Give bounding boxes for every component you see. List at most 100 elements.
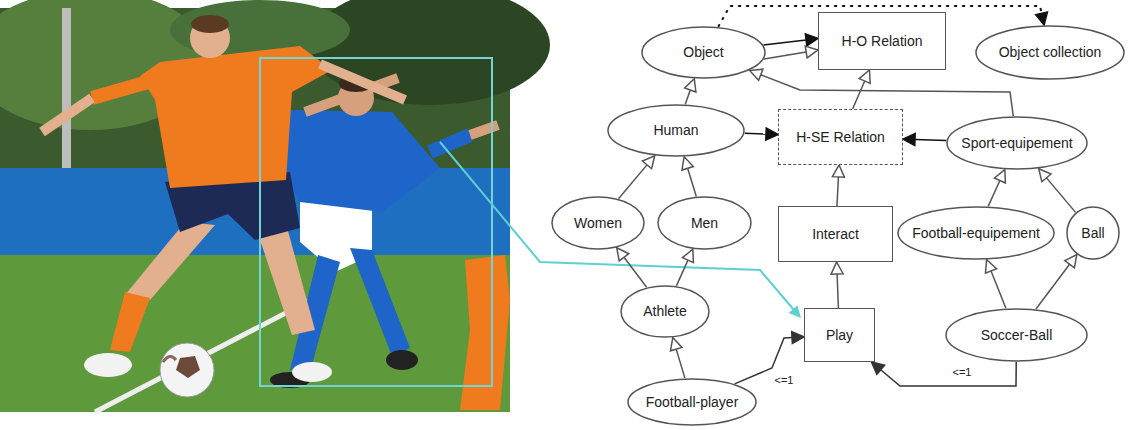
leader-arrowhead — [789, 305, 801, 318]
orange-player-arm — [320, 64, 405, 100]
association-connector — [872, 362, 1017, 386]
inheritance-connector — [670, 338, 684, 379]
soccer-ball — [160, 343, 214, 397]
leader-line — [440, 142, 794, 310]
connector-line — [618, 165, 647, 199]
abstract-relation-box: H-SE Relation — [778, 109, 903, 165]
grass-pitch — [0, 255, 510, 412]
class-ellipse: Athlete — [620, 285, 710, 338]
hollow-arrowhead — [685, 79, 696, 92]
relation-box: Play — [804, 308, 875, 362]
inheritance-connector — [617, 248, 647, 288]
inheritance-connector — [676, 249, 693, 286]
class-ellipse: Object collection — [975, 25, 1125, 80]
blue-player-shoe — [386, 350, 418, 370]
connector-line — [1046, 178, 1075, 212]
node-label: Human — [653, 122, 698, 139]
connector-line — [676, 349, 685, 378]
node-label: Play — [826, 327, 853, 344]
inheritance-connector — [764, 46, 818, 59]
node-label: Sport-equipement — [961, 135, 1072, 152]
node-label: Interact — [812, 226, 859, 243]
class-ellipse: Ball — [1066, 206, 1120, 260]
inheritance-connector — [618, 156, 654, 199]
ellipse-outline — [628, 379, 756, 425]
inheritance-connector — [1039, 169, 1076, 213]
connector-line — [1036, 264, 1070, 309]
class-ellipse: Object — [641, 26, 766, 79]
node-label: Ball — [1081, 225, 1104, 242]
relation-box: H-O Relation — [818, 12, 946, 70]
inheritance-connector — [832, 165, 844, 206]
connector-line — [745, 132, 766, 134]
tree-foliage — [310, 0, 550, 105]
connector-line — [624, 257, 647, 287]
connector-line — [915, 140, 946, 141]
filled-arrowhead — [805, 34, 818, 46]
node-label: H-SE Relation — [796, 129, 885, 146]
filled-arrowhead — [766, 128, 778, 140]
ellipse-outline — [621, 286, 709, 337]
class-ellipse: Men — [657, 196, 752, 250]
orange-player-shoe — [292, 362, 332, 382]
ellipse-outline — [976, 26, 1124, 79]
hollow-arrowhead — [670, 338, 681, 351]
class-ellipse: Human — [607, 104, 745, 157]
ellipse-outline — [898, 207, 1054, 259]
ellipse-outline — [552, 197, 644, 249]
hollow-arrowhead — [750, 69, 763, 80]
inheritance-connector — [831, 262, 843, 308]
ball-patch — [176, 356, 200, 378]
orange-player-arm — [92, 82, 148, 98]
hollow-arrowhead — [831, 262, 843, 274]
ellipse-outline — [1067, 207, 1119, 259]
relation-box: Interact — [778, 206, 893, 262]
class-ellipse: Football-player — [627, 378, 757, 426]
filled-arrowhead — [792, 332, 804, 344]
class-ellipse: Soccer-Ball — [945, 308, 1088, 362]
ellipse-outline — [947, 117, 1087, 169]
ellipse-outline — [946, 309, 1087, 361]
connector-line — [764, 52, 806, 59]
hollow-arrowhead — [617, 248, 629, 261]
hollow-arrowhead — [985, 260, 996, 273]
connector-line — [688, 168, 697, 196]
node-label: Men — [691, 215, 718, 232]
hollow-arrowhead — [682, 157, 693, 170]
connector-line — [763, 40, 806, 45]
connector-line — [853, 81, 865, 109]
ellipse-outline — [608, 105, 744, 156]
class-ellipse: Football-equipement — [897, 206, 1055, 260]
association-connector — [903, 134, 946, 146]
bounding-box — [260, 58, 492, 386]
ellipse-outline — [658, 197, 751, 249]
inheritance-connector — [1036, 255, 1077, 309]
filled-arrowhead — [903, 134, 915, 146]
connector-line — [837, 177, 838, 206]
blue-player-arm — [430, 135, 470, 152]
filled-arrowhead — [1036, 12, 1048, 25]
association-connector — [763, 34, 818, 46]
class-ellipse: Women — [551, 196, 645, 250]
connector-line — [676, 260, 687, 286]
connector-line — [991, 271, 1006, 308]
hollow-arrowhead — [859, 70, 870, 83]
hollow-arrowhead — [1039, 169, 1051, 182]
hollow-arrowhead — [994, 170, 1005, 183]
inheritance-connector — [853, 70, 871, 109]
multiplicity-label: <=1 — [951, 366, 974, 379]
node-label: Soccer-Ball — [981, 327, 1053, 344]
multiplicity-label: <=1 — [773, 374, 796, 387]
hollow-arrowhead — [832, 165, 844, 177]
inheritance-connector — [682, 157, 696, 197]
orange-player-shoe — [84, 353, 132, 377]
orange-player-hair — [191, 15, 229, 33]
inheritance-connector — [985, 260, 1005, 309]
orange-player-shirt — [140, 46, 332, 188]
node-label: Athlete — [643, 303, 687, 320]
connector-line — [837, 274, 838, 308]
orange-player-arm — [42, 98, 92, 132]
